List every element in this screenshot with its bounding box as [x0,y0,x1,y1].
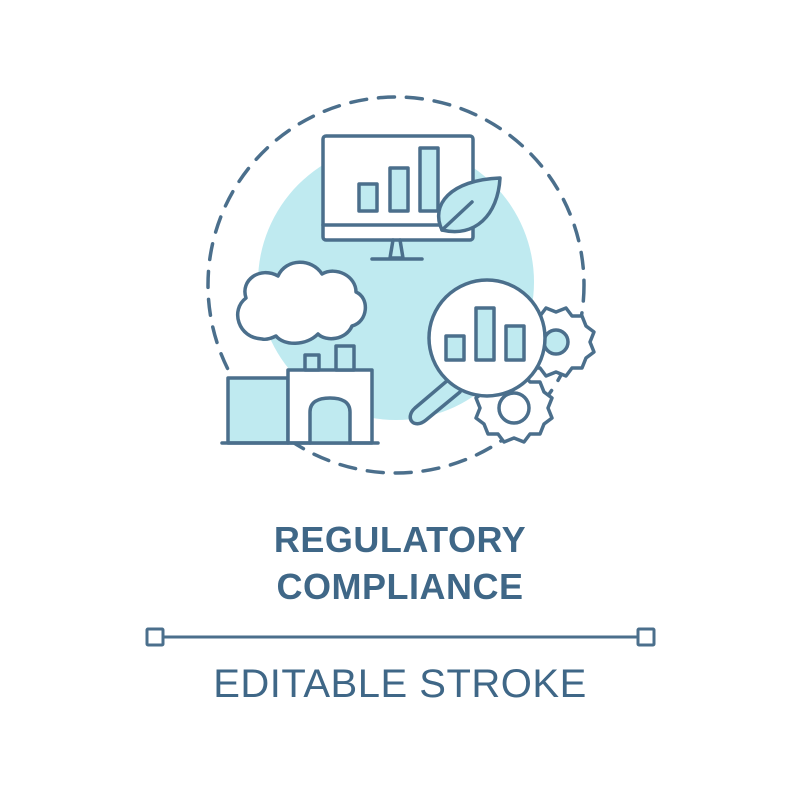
leaf-icon [436,176,502,234]
dashed-circle-frame [206,95,586,475]
title-line-1: REGULATORY [273,519,527,560]
factory-icon [220,344,380,445]
cloud-icon [235,260,367,345]
editable-stroke-line [145,627,656,647]
magnifier-chart-icon [408,278,547,426]
subtitle: EDITABLE STROKE [213,662,587,706]
title-line-2: COMPLIANCE [276,566,524,607]
